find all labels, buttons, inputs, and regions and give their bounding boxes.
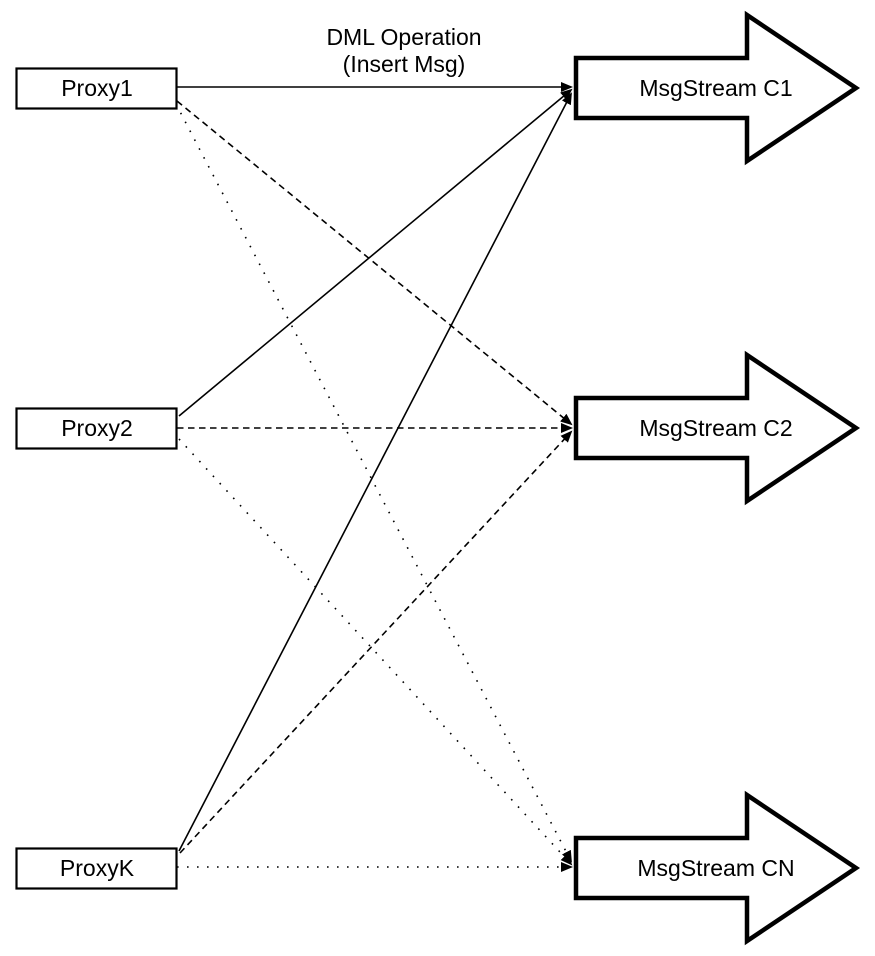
edge-proxy2-to-c1-solid <box>178 88 573 417</box>
proxyk-label: ProxyK <box>60 855 135 881</box>
msgstream-c1-label: MsgStream C1 <box>639 75 792 101</box>
msgstream-c2-arrow-shape <box>573 350 861 506</box>
proxy1-box <box>15 67 178 110</box>
proxyk-box <box>15 847 178 890</box>
edge-proxyk-to-c2-dashed <box>179 430 573 854</box>
proxy1-label: Proxy1 <box>61 75 133 101</box>
edge-proxy1-to-c2-dashed <box>176 100 573 426</box>
node-proxy2: Proxy2 <box>15 407 178 450</box>
proxy2-box <box>15 407 178 450</box>
edge-proxy1-to-cn-dotted <box>175 103 572 863</box>
node-msgstream-c1: MsgStream C1 <box>573 10 861 166</box>
msgstream-c2-label: MsgStream C2 <box>639 415 792 441</box>
diagram-title-line2: (Insert Msg) <box>343 51 466 77</box>
node-proxyk: ProxyK <box>15 847 178 890</box>
edge-proxyk-to-c1-solid <box>178 92 572 852</box>
node-msgstream-c2: MsgStream C2 <box>573 350 861 506</box>
node-proxy1: Proxy1 <box>15 67 178 110</box>
edge-proxy2-to-cn-dotted <box>178 438 573 866</box>
node-msgstream-cn: MsgStream CN <box>573 790 861 946</box>
msgstream-cn-label: MsgStream CN <box>637 855 794 881</box>
msgstream-cn-arrow-shape <box>573 790 861 946</box>
proxy2-label: Proxy2 <box>61 415 133 441</box>
msgstream-c1-arrow-shape <box>573 10 861 166</box>
diagram-title-line1: DML Operation <box>326 24 481 50</box>
